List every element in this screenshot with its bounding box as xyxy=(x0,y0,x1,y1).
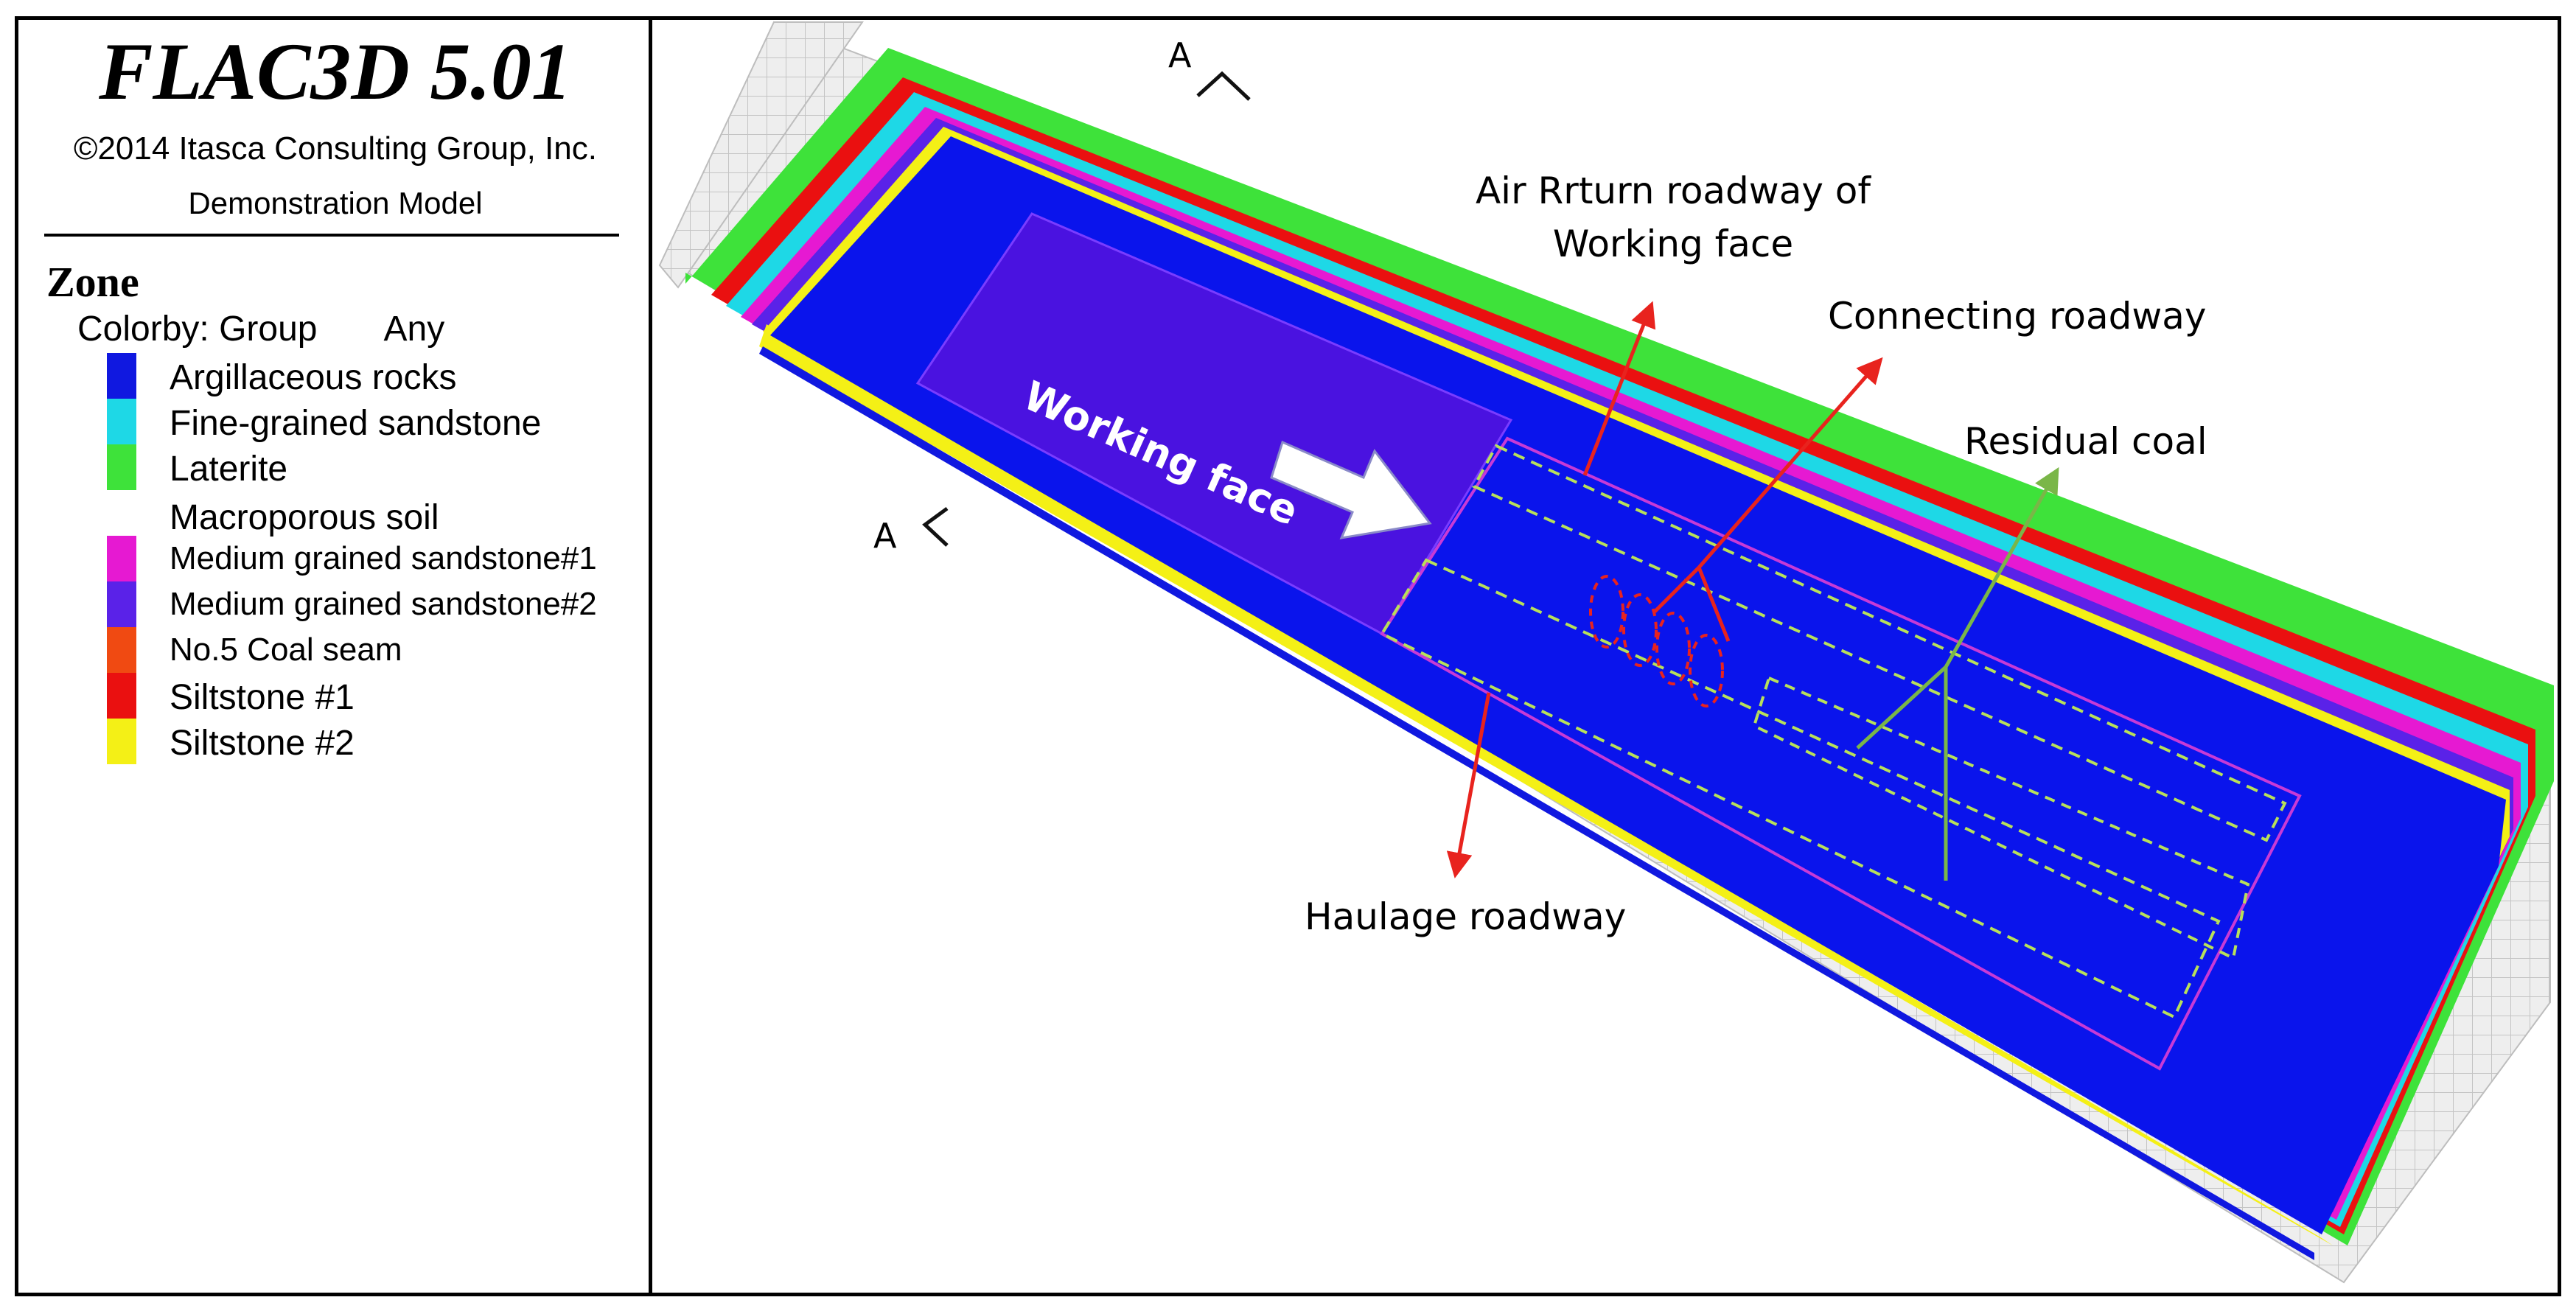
legend-label: Siltstone #1 xyxy=(170,678,355,717)
haulage-leader-arrow xyxy=(1446,692,1491,878)
section-mark-top xyxy=(1196,71,1251,101)
section-label-left: A xyxy=(873,516,897,556)
legend-label: Argillaceous rocks xyxy=(170,358,457,397)
legend-swatch xyxy=(107,444,136,490)
connecting-roadway-leader-arrow-right xyxy=(1697,567,1731,642)
legend-swatch xyxy=(107,673,136,719)
colorby-row: Colorby: Group Any xyxy=(77,309,444,349)
legend-label: Siltstone #2 xyxy=(170,724,355,763)
legend-item: Siltstone #1 xyxy=(107,673,652,719)
colorby-label: Colorby: Group xyxy=(77,310,318,349)
legend-item: Macroporous soil xyxy=(107,490,652,537)
legend-heading: Zone xyxy=(46,258,139,306)
legend-label: Macroporous soil xyxy=(170,498,439,537)
legend-label: Medium grained sandstone#1 xyxy=(170,540,597,576)
legend-swatch xyxy=(107,581,136,627)
haulage-roadway-outline xyxy=(1380,558,2221,1019)
legend-label: No.5 Coal seam xyxy=(170,632,402,668)
connecting-roadway-marker xyxy=(1689,634,1724,707)
legend-swatch xyxy=(107,399,136,444)
connecting-roadway-leader-arrow xyxy=(1697,357,1883,569)
section-label-top: A xyxy=(1168,35,1192,75)
section-mark-left xyxy=(922,506,949,547)
legend-swatch xyxy=(107,627,136,673)
legend-swatch xyxy=(107,719,136,764)
legend-item: Siltstone #2 xyxy=(107,719,652,764)
legend-swatch xyxy=(107,353,136,399)
legend-swatch xyxy=(107,536,136,581)
outer-mesh-left xyxy=(658,21,864,289)
legend-item: Fine-grained sandstone xyxy=(107,399,652,444)
legend-list: Argillaceous rocks Fine-grained sandston… xyxy=(107,353,652,764)
connecting-roadway-leader-arrow-left xyxy=(1653,566,1700,613)
title-divider xyxy=(44,234,619,237)
figure-frame xyxy=(15,16,2561,1296)
air-return-leader-arrow xyxy=(1582,301,1656,476)
copyright-text: ©2014 Itasca Consulting Group, Inc. xyxy=(74,130,597,167)
connecting-roadway-label: Connecting roadway xyxy=(1828,295,2207,338)
haulage-roadway-label: Haulage roadway xyxy=(1305,895,1627,938)
connecting-roadway-marker xyxy=(1655,612,1691,685)
air-return-roadway-label-line2: Working face xyxy=(1552,223,1794,265)
air-return-roadway-outline xyxy=(1472,444,2287,842)
model-subtitle: Demonstration Model xyxy=(188,186,483,220)
air-return-roadway-label: Air Rrturn roadway of Working face xyxy=(1408,170,1938,265)
colorby-value: Any xyxy=(383,310,445,349)
residual-coal-label: Residual coal xyxy=(1964,420,2207,463)
air-return-roadway-label-line1: Air Rrturn roadway of xyxy=(1475,170,1871,212)
legend-item: Medium grained sandstone#1 xyxy=(107,536,652,581)
legend-item: Argillaceous rocks xyxy=(107,353,652,399)
connecting-roadway-marker xyxy=(1589,575,1624,649)
legend-item: No.5 Coal seam xyxy=(107,627,652,673)
mined-zone-outline xyxy=(1380,436,2302,1071)
legend-label: Medium grained sandstone#2 xyxy=(170,586,597,622)
legend-label: Laterite xyxy=(170,450,288,489)
residual-coal-leader-arrow xyxy=(1944,466,2059,668)
app-title: FLAC3D 5.01 xyxy=(99,27,572,116)
connecting-roadway-marker xyxy=(1622,593,1658,667)
legend-item: Medium grained sandstone#2 xyxy=(107,581,652,627)
residual-coal-leader-left xyxy=(1856,665,1947,749)
side-face-blue xyxy=(759,346,2314,1260)
legend-label: Fine-grained sandstone xyxy=(170,404,542,443)
legend-panel: FLAC3D 5.01 ©2014 Itasca Consulting Grou… xyxy=(18,20,652,1293)
working-face-direction-arrow xyxy=(1270,440,1432,539)
legend-item: Laterite xyxy=(107,444,652,490)
